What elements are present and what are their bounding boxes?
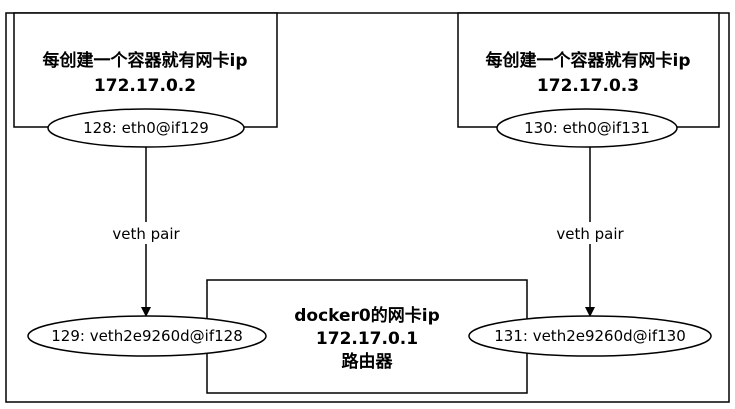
left-eth0-label: 128: eth0@if129: [83, 119, 209, 137]
right-container-box: 每创建一个容器就有网卡ip 172.17.0.3: [457, 12, 720, 128]
left-veth-label: 129: veth2e9260d@if128: [51, 327, 243, 345]
left-link-label: veth pair: [112, 225, 180, 243]
right-link-label: veth pair: [556, 225, 624, 243]
right-veth-interface: 131: veth2e9260d@if130: [468, 315, 712, 357]
left-container-box: 每创建一个容器就有网卡ip 172.17.0.2: [13, 12, 278, 128]
left-link-label-bg: [104, 222, 190, 244]
right-eth0-interface: 130: eth0@if131: [496, 108, 678, 148]
right-link-label-bg: [548, 222, 634, 244]
right-container-ip: 172.17.0.3: [537, 76, 639, 96]
right-container-title: 每创建一个容器就有网卡ip: [486, 50, 691, 71]
left-eth0-interface: 128: eth0@if129: [47, 108, 245, 148]
docker0-title: docker0的网卡ip: [294, 305, 440, 326]
right-eth0-label: 130: eth0@if131: [524, 119, 650, 137]
docker0-ip: 172.17.0.1: [316, 329, 418, 349]
left-container-title: 每创建一个容器就有网卡ip: [43, 50, 248, 71]
left-container-ip: 172.17.0.2: [94, 76, 196, 96]
left-veth-interface: 129: veth2e9260d@if128: [27, 315, 267, 357]
right-veth-label: 131: veth2e9260d@if130: [494, 327, 686, 345]
docker0-role: 路由器: [342, 351, 394, 372]
